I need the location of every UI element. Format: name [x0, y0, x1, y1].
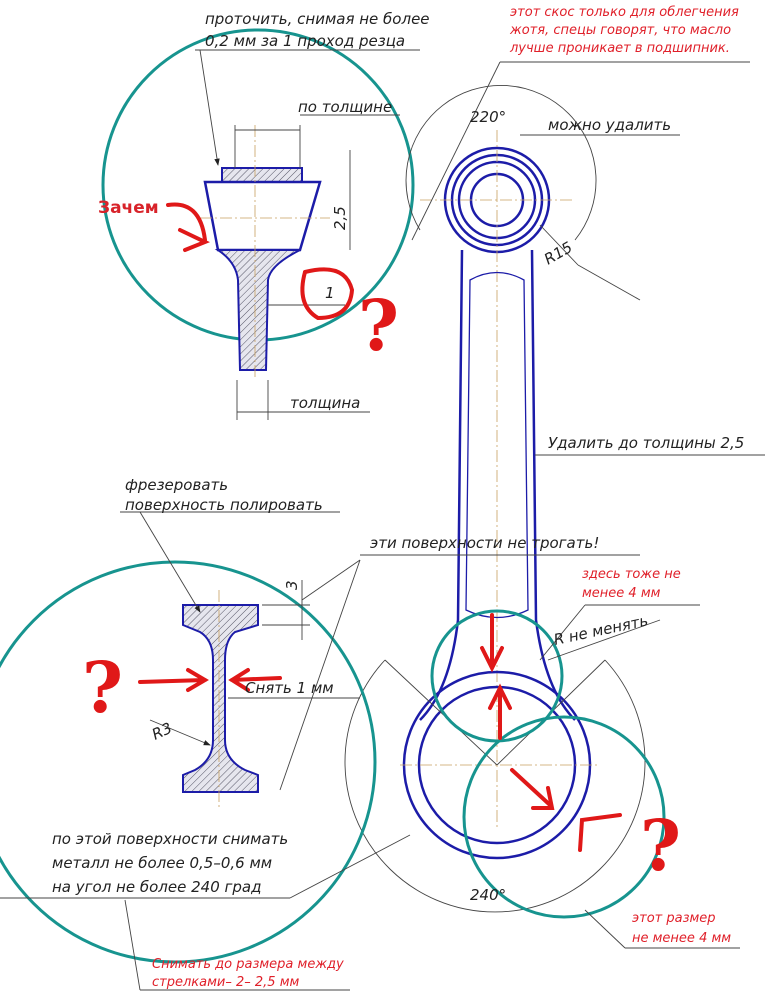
remove-thickness-note: Удалить до толщины 2,5 [548, 434, 744, 452]
remove-1mm-label: Снять 1 мм [245, 679, 334, 697]
radius-r3: R3 [149, 719, 175, 744]
can-remove-label: можно удалить [548, 116, 671, 134]
radius-r15: R15 [541, 238, 576, 268]
angle-220: 220° [470, 108, 506, 126]
callout-circle-section [0, 560, 377, 964]
dim-3: 3 [283, 580, 301, 590]
question-mark-section: ? [82, 646, 123, 729]
bottom-note-line1: Снимать до размера между [152, 957, 344, 972]
callout-circle-big-end [462, 715, 666, 919]
section-detail: ? фрезеровать поверхность полировать эти… [0, 476, 640, 964]
radius-keep-label: R не менять [552, 611, 650, 649]
dim-1: 1 [325, 284, 335, 302]
turn-note-line2: 0,2 мм за 1 проход резца [205, 32, 405, 50]
also-note-line2: менее 4 мм [582, 586, 661, 601]
top-detail: проточить, снимая не более 0,2 мм за 1 п… [98, 10, 430, 420]
size-note-line2: не менее 4 мм [632, 931, 731, 946]
size-note-line1: этот размер [632, 911, 716, 926]
why-label: Зачем [98, 198, 159, 218]
oil-note-line2: жотя, спецы говорят, что масло [509, 23, 731, 38]
question-mark-top: ? [358, 284, 399, 367]
question-mark-big-end: ? [640, 804, 681, 887]
thickness-top-label: по толщине [298, 98, 392, 116]
dont-touch-note: эти поверхности не трогать! [370, 534, 599, 552]
bottom-note-line2: стрелками– 2– 2,5 мм [152, 975, 300, 990]
surface-note-line3: на угол не более 240 град [52, 878, 261, 896]
mill-note-line1: фрезеровать [125, 476, 228, 494]
surface-note-line2: металл не более 0,5–0,6 мм [52, 854, 272, 872]
oil-note-line3: лучше проникает в подшипник. [509, 41, 730, 56]
also-note-line1: здесь тоже не [582, 567, 681, 582]
oil-note-line1: этот скос только для облегчения [510, 5, 739, 20]
thickness-bottom-label: толщина [290, 394, 360, 412]
mill-note-line2: поверхность полировать [125, 496, 323, 514]
dim-2-5: 2,5 [331, 206, 349, 230]
angle-240: 240° [470, 886, 506, 904]
turn-note-line1: проточить, снимая не более [205, 10, 430, 28]
surface-note-line1: по этой поверхности снимать [52, 830, 288, 848]
